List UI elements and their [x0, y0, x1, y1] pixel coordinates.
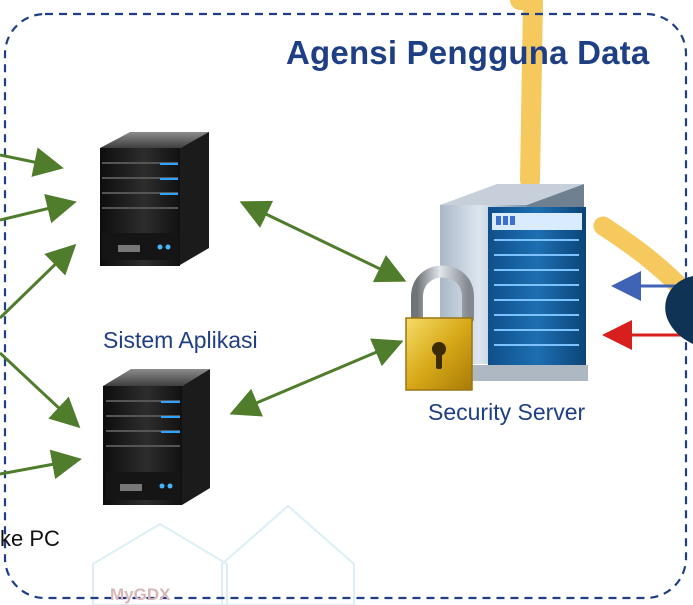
padlock-icon [405, 265, 474, 391]
application-server-icon-secondary [103, 369, 210, 505]
pc-label: ke PC [0, 526, 60, 551]
security-server-icon [440, 184, 588, 381]
page-title: Agensi Pengguna Data [286, 34, 650, 71]
watermark-logo: MyGDX [110, 585, 171, 604]
security-server-label: Security Server [428, 399, 586, 425]
connection-arrows [0, 147, 407, 480]
application-server-icon [100, 132, 209, 266]
external-link-arrows [602, 271, 693, 350]
application-system-label: Sistem Aplikasi [103, 327, 258, 353]
